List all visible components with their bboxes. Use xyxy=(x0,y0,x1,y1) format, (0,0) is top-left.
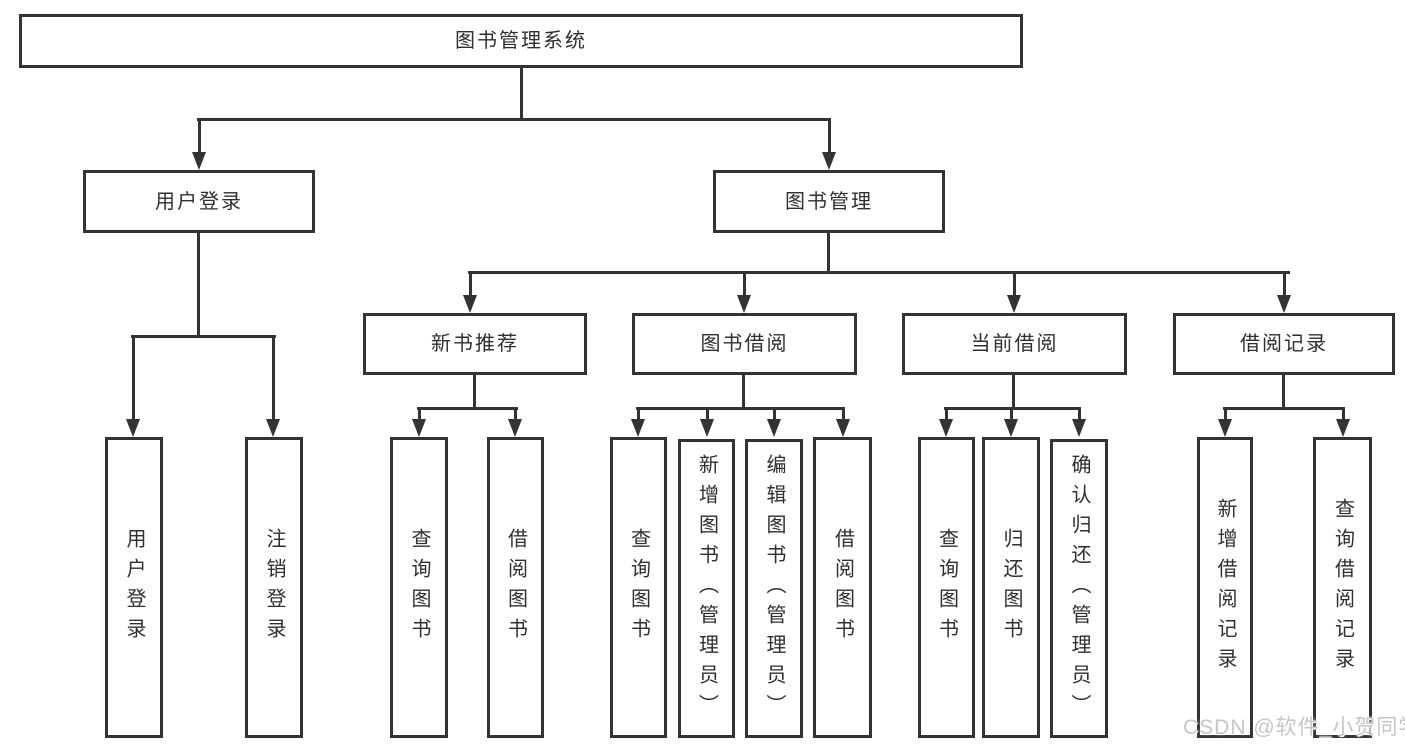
arrow-down-icon xyxy=(1007,295,1021,313)
node-label: 用户登录 xyxy=(123,527,145,648)
connector-drop xyxy=(1283,271,1286,299)
node-label: 归还图书 xyxy=(1000,527,1022,648)
connector-drop xyxy=(842,407,845,423)
node-book-borrowing: 图书借阅 xyxy=(632,313,857,375)
node-label: 查询借阅记录 xyxy=(1331,497,1354,678)
node-label: 当前借阅 xyxy=(970,333,1059,355)
node-label: 借阅记录 xyxy=(1240,333,1328,355)
leaf-current-query-books: 查询图书 xyxy=(918,437,975,738)
leaf-current-confirm-return-admin: 确认归还（管理员） xyxy=(1050,439,1108,738)
connector-rail xyxy=(468,271,1290,274)
arrow-down-icon xyxy=(192,152,206,170)
connector-drop xyxy=(706,407,709,423)
connector-drop xyxy=(469,271,472,299)
arrow-down-icon xyxy=(767,419,781,437)
leaf-borrowing-edit-books-admin: 编辑图书（管理员） xyxy=(745,439,803,738)
node-borrowing-records: 借阅记录 xyxy=(1173,313,1395,375)
connector-rail xyxy=(417,407,518,410)
leaf-borrowing-borrow-books: 借阅图书 xyxy=(813,437,872,738)
arrow-down-icon xyxy=(1336,419,1350,437)
leaf-records-query-record: 查询借阅记录 xyxy=(1313,437,1372,738)
arrow-down-icon xyxy=(463,295,477,313)
leaf-borrowing-add-books-admin: 新增图书（管理员） xyxy=(678,439,735,738)
arrow-down-icon xyxy=(126,419,140,437)
node-user-login: 用户登录 xyxy=(83,170,315,233)
leaf-recommend-query-books: 查询图书 xyxy=(390,437,448,738)
node-label: 注销登录 xyxy=(263,527,285,648)
connector-drop xyxy=(637,407,640,423)
leaf-records-add-record: 新增借阅记录 xyxy=(1197,437,1253,738)
node-label: 用户登录 xyxy=(155,190,243,213)
node-label: 借阅图书 xyxy=(831,527,854,648)
connector-drop xyxy=(945,407,948,423)
connector-stub xyxy=(827,233,830,274)
connector-stub xyxy=(473,375,476,410)
leaf-borrowing-query-books: 查询图书 xyxy=(610,437,667,738)
connector-drop xyxy=(272,335,275,421)
node-label: 图书管理 xyxy=(785,190,873,213)
connector-rail xyxy=(197,118,831,121)
node-label: 编辑图书（管理员） xyxy=(763,453,785,724)
connector-drop xyxy=(132,335,135,421)
arrow-down-icon xyxy=(266,419,280,437)
arrow-down-icon xyxy=(508,419,522,437)
node-label: 查询图书 xyxy=(935,527,958,648)
connector-drop xyxy=(828,118,831,156)
connector-stub xyxy=(742,375,745,410)
arrow-down-icon xyxy=(1072,419,1086,437)
arrow-down-icon xyxy=(700,419,714,437)
connector-rail xyxy=(636,407,845,410)
connector-drop xyxy=(198,118,201,156)
connector-rail xyxy=(1223,407,1344,410)
node-label: 查询图书 xyxy=(627,527,650,648)
leaf-logout: 注销登录 xyxy=(245,437,303,738)
node-label: 确认归还（管理员） xyxy=(1068,453,1090,724)
arrow-down-icon xyxy=(822,152,836,170)
node-label: 新增借阅记录 xyxy=(1214,497,1236,678)
leaf-user-login: 用户登录 xyxy=(105,437,163,738)
connector-drop xyxy=(1010,407,1013,423)
arrow-down-icon xyxy=(412,419,426,437)
arrow-down-icon xyxy=(939,419,953,437)
arrow-down-icon xyxy=(1004,419,1018,437)
connector-stub xyxy=(197,233,200,338)
leaf-recommend-borrow-books: 借阅图书 xyxy=(487,437,544,738)
arrow-down-icon xyxy=(737,295,751,313)
node-label: 查询图书 xyxy=(408,527,430,648)
leaf-current-return-books: 归还图书 xyxy=(982,437,1040,738)
connector-stub xyxy=(1282,375,1285,410)
connector-drop xyxy=(1342,407,1345,423)
arrow-down-icon xyxy=(836,419,850,437)
connector-drop xyxy=(773,407,776,423)
connector-stub xyxy=(520,68,523,121)
node-label: 图书管理系统 xyxy=(455,30,587,52)
connector-drop xyxy=(1013,271,1016,299)
connector-drop xyxy=(1078,407,1081,423)
node-new-book-recommend: 新书推荐 xyxy=(363,313,587,375)
connector-drop xyxy=(1224,407,1227,423)
arrow-down-icon xyxy=(631,419,645,437)
connector-rail xyxy=(131,335,276,338)
node-book-management: 图书管理 xyxy=(713,170,945,233)
csdn-watermark: CSDN @软件_小贺同学 xyxy=(1183,716,1405,739)
arrow-down-icon xyxy=(1277,295,1291,313)
arrow-down-icon xyxy=(1218,419,1232,437)
connector-drop xyxy=(743,271,746,299)
node-library-system: 图书管理系统 xyxy=(19,14,1023,68)
connector-stub xyxy=(1012,375,1015,410)
connector-drop xyxy=(514,407,517,423)
node-current-borrowing: 当前借阅 xyxy=(902,313,1127,375)
node-label: 借阅图书 xyxy=(504,527,527,648)
node-label: 新书推荐 xyxy=(431,333,519,355)
connector-drop xyxy=(418,407,421,423)
node-label: 图书借阅 xyxy=(700,333,789,355)
node-label: 新增图书（管理员） xyxy=(695,453,718,724)
